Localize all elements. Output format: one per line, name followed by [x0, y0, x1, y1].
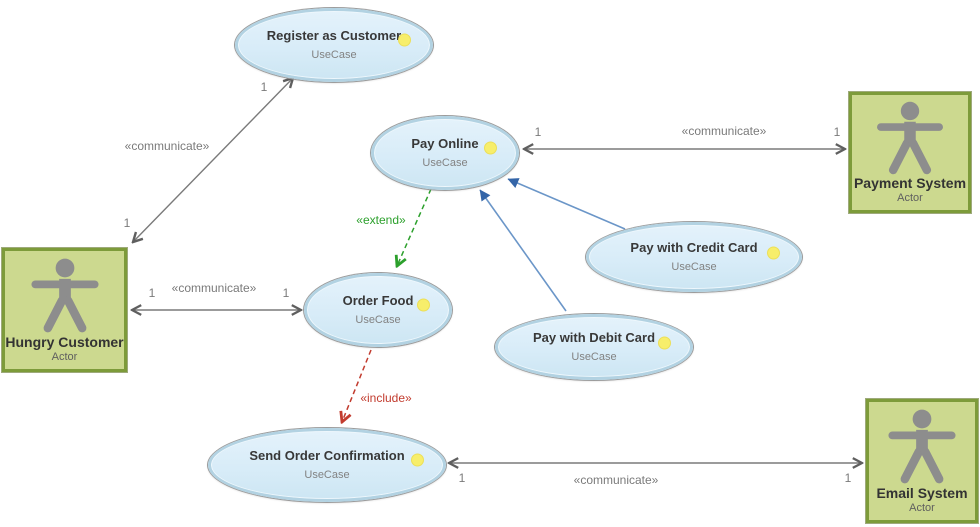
communicate-label: «communicate»	[573, 473, 659, 487]
actor-stereotype: Actor	[897, 191, 923, 204]
communicate-label: «communicate»	[681, 124, 767, 138]
actor-payment-system[interactable]: Payment System Actor	[849, 92, 971, 213]
use-case-title: Pay Online	[411, 136, 479, 151]
multiplicity-label: 1	[260, 80, 268, 94]
status-dot-icon	[658, 336, 671, 350]
connector-generalization-paycredit-payonline[interactable]	[507, 178, 626, 230]
use-case-title: Pay with Debit Card	[532, 330, 656, 345]
use-case-pay-online[interactable]: Pay Online UseCase	[371, 116, 519, 190]
actor-name: Hungry Customer	[5, 333, 124, 350]
multiplicity-label: 1	[282, 286, 290, 300]
actor-stereotype: Actor	[51, 350, 78, 363]
actor-stereotype: Actor	[909, 501, 935, 514]
multiplicity-label: 1	[833, 125, 841, 139]
use-case-send-order-confirmation[interactable]: Send Order Confirmation UseCase	[208, 428, 446, 502]
use-case-title: Pay with Credit Card	[630, 240, 758, 255]
connector-extend-payonline-orderfood[interactable]	[397, 188, 432, 266]
status-dot-icon	[411, 453, 424, 467]
multiplicity-label: 1	[458, 471, 466, 485]
use-case-stereotype: UseCase	[311, 49, 357, 61]
use-case-title: Send Order Confirmation	[249, 448, 405, 463]
include-label: «include»	[360, 391, 412, 405]
actor-hungry-customer[interactable]: Hungry Customer Actor	[2, 248, 127, 372]
use-case-title: Order Food	[342, 293, 414, 308]
person-icon	[871, 101, 949, 175]
use-case-title: Register as Customer	[266, 28, 402, 43]
multiplicity-label: 1	[844, 471, 852, 485]
multiplicity-label: 1	[534, 125, 542, 139]
use-case-order-food[interactable]: Order Food UseCase	[304, 273, 452, 347]
use-case-stereotype: UseCase	[304, 469, 350, 481]
use-case-register-as-customer[interactable]: Register as Customer UseCase	[235, 8, 433, 82]
connector-generalization-paydebit-payonline[interactable]	[479, 189, 567, 312]
multiplicity-label: 1	[148, 286, 156, 300]
actor-email-system[interactable]: Email System Actor	[866, 399, 978, 523]
use-case-pay-with-credit-card[interactable]: Pay with Credit Card UseCase	[586, 222, 802, 292]
status-dot-icon	[767, 246, 780, 260]
communicate-label: «communicate»	[124, 139, 210, 153]
actor-name: Email System	[876, 484, 968, 501]
use-case-stereotype: UseCase	[422, 157, 468, 169]
use-case-stereotype: UseCase	[355, 314, 401, 326]
use-case-pay-with-debit-card[interactable]: Pay with Debit Card UseCase	[495, 314, 693, 380]
connector-communicate-customer-register[interactable]	[133, 78, 293, 242]
connector-include-orderfood-sendconf[interactable]	[342, 349, 372, 422]
actor-name: Payment System	[853, 174, 967, 191]
use-case-stereotype: UseCase	[571, 351, 617, 363]
use-case-stereotype: UseCase	[671, 261, 717, 273]
multiplicity-label: 1	[123, 216, 131, 230]
status-dot-icon	[484, 141, 497, 155]
person-icon	[26, 257, 104, 334]
status-dot-icon	[398, 33, 411, 47]
person-icon	[883, 408, 961, 485]
status-dot-icon	[417, 298, 430, 312]
extend-label: «extend»	[356, 213, 406, 227]
communicate-label: «communicate»	[171, 281, 257, 295]
